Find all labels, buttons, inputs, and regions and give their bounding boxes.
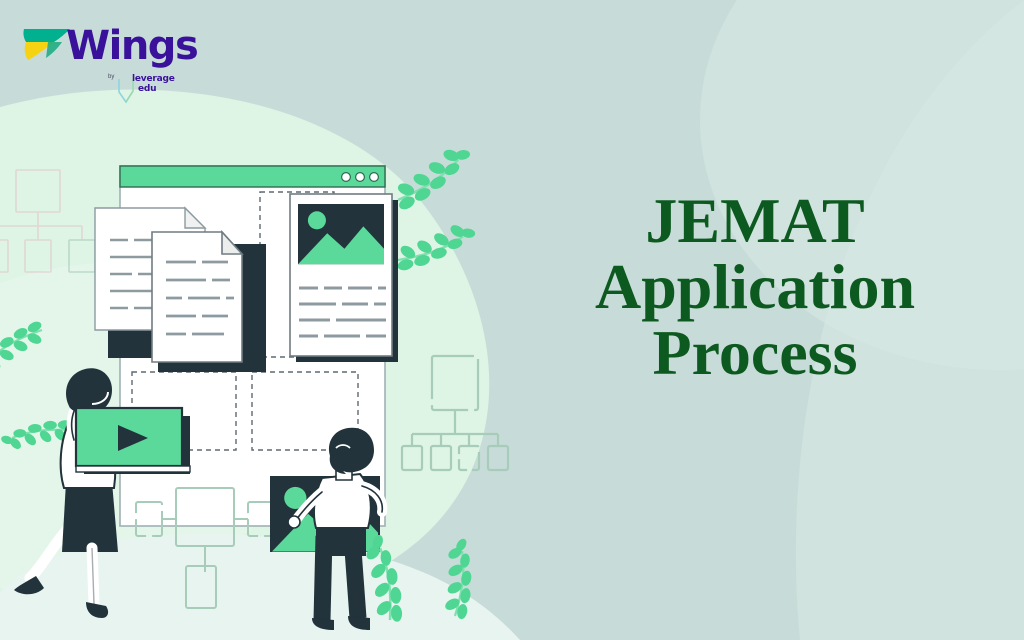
leaf-sprig-bottom-right <box>418 533 503 625</box>
article-text-lines <box>299 286 386 338</box>
article-card[interactable] <box>289 193 398 362</box>
logo-sub-line1: leverage <box>132 74 175 84</box>
leaf-sprig-mid-right <box>394 215 478 281</box>
page-title: JEMAT Application Process <box>520 188 990 386</box>
document-stack[interactable] <box>94 206 266 372</box>
flowchart-right <box>400 354 510 472</box>
page-title-line-3: Process <box>652 316 858 388</box>
logo-by-label: by <box>108 74 115 80</box>
video-player-card[interactable] <box>74 406 191 474</box>
logo-wordmark: Wings <box>66 23 199 69</box>
document-text-lines <box>166 260 234 336</box>
person-man-holding-photo-card <box>287 427 388 630</box>
background-blob-upper-right <box>700 0 1024 370</box>
flowchart-top-left <box>0 169 96 273</box>
page-title-line-1: JEMAT <box>645 185 865 256</box>
play-icon[interactable] <box>118 425 148 451</box>
logo-sub-line2: edu <box>138 84 157 94</box>
logo-sublabel: leverage edu <box>132 74 175 94</box>
window-control-dots[interactable] <box>341 172 380 183</box>
document-page-front <box>151 229 244 363</box>
leaf-sprig-left <box>0 318 48 375</box>
check-tick-icon <box>118 79 134 104</box>
leaf-sprig-upper-right <box>389 143 478 214</box>
wing-swoosh-icon <box>23 29 70 60</box>
mountain-sun-image-icon <box>298 204 384 265</box>
page-title-line-2: Application <box>594 250 916 322</box>
wings-logo[interactable]: Wings by leverage edu <box>14 12 199 104</box>
